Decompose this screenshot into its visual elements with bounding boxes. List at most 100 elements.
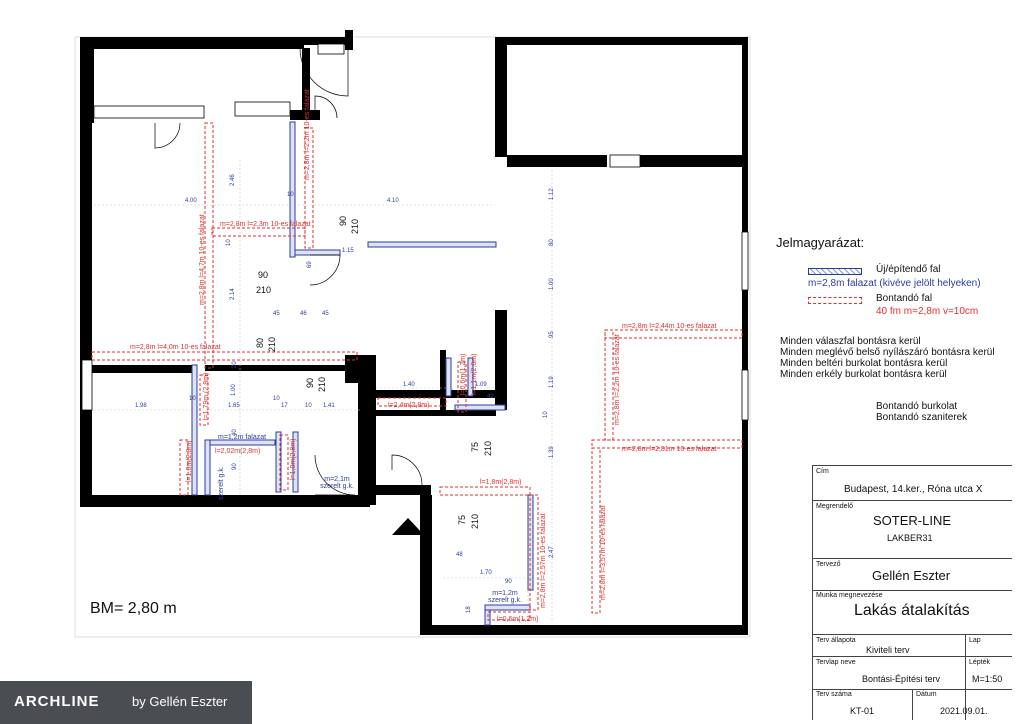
dimension: 40 — [232, 429, 238, 436]
door-width: 75 — [457, 514, 467, 525]
demo-label: l=2,4m(2,8m) — [388, 402, 430, 409]
demo-label: m=2,8m l=2,2m 10-es falazat — [614, 334, 621, 425]
allapot-value: Kiviteli terv — [866, 645, 910, 655]
megrendelo-label: Megrendelő — [816, 503, 853, 510]
demo-label: l=1,1m(2,8m) — [471, 353, 478, 395]
dimension: 17 — [281, 403, 288, 409]
tervlap-label: Tervlap neve — [816, 659, 856, 666]
new-walls — [191, 121, 534, 626]
door-height: 210 — [317, 376, 327, 392]
north-arrow-icon — [392, 518, 424, 535]
dimension: 1.00 — [549, 278, 555, 290]
dimension: 1.70 — [480, 570, 492, 576]
legend-notes: Minden válaszfal bontásra kerül Minden m… — [780, 336, 995, 380]
demo-label: l=1,8m(2,8m) — [480, 479, 522, 486]
megrendelo-code: LAKBER31 — [887, 533, 933, 543]
door-swings — [154, 47, 423, 496]
szam-value: KT-01 — [850, 706, 875, 716]
dimension: 1.39 — [549, 446, 555, 458]
dimension: 48 — [456, 552, 463, 558]
door-width: 90 — [305, 377, 315, 388]
demo-label: m=2,8m l=2,57m 10-es falazat — [540, 513, 547, 608]
dimension: 2.46 — [230, 174, 236, 186]
legend-note: Minden erkély burkolat bontásra kerül — [780, 369, 947, 380]
dimension: 90 — [505, 579, 512, 585]
demo-label: m=2,8m l=3,57m 10-es falazat — [600, 505, 607, 600]
legend-notes-2: Bontandó burkolat Bontandó szaniterek — [876, 401, 967, 423]
door-width: 75 — [470, 441, 480, 452]
legend-swatch-new-wall — [808, 268, 862, 275]
munka-label: Munka megnevezése — [816, 592, 883, 599]
dimension: 1.40 — [403, 382, 415, 388]
demo-label: m=2,8m l=4,7m 10-es falazat — [199, 214, 206, 305]
dimension: 45 — [273, 311, 280, 317]
new-wall-label: szerelt g.k. — [218, 466, 225, 500]
dimension: 1.12 — [549, 188, 555, 200]
allapot-label: Terv állapota — [816, 637, 856, 644]
new-wall-label: m=2,1m szerelt g.k. — [320, 476, 354, 490]
door-height: 210 — [483, 440, 493, 456]
door-width: 80 — [255, 337, 265, 348]
legend-note: Bontandó burkolat — [876, 401, 958, 412]
legend-swatch-demo-wall — [808, 297, 862, 304]
demo-label: l=0,6m(1,2m) — [460, 353, 467, 395]
dimension: 10 — [226, 239, 232, 246]
dimension: 1.19 — [549, 376, 555, 388]
dimension: 95 — [549, 331, 555, 338]
megrendelo-value: SOTER-LINE — [873, 513, 952, 528]
cim-value: Budapest, 14.ker., Róna utca X — [844, 484, 983, 495]
legend-note: Minden válaszfal bontásra kerül — [780, 336, 921, 347]
legend-demo-wall-sub: 40 fm m=2,8m v=10cm — [876, 306, 979, 317]
dimension: 42 — [487, 394, 494, 400]
dimension: 69 — [307, 261, 313, 268]
door-width: 90 — [338, 215, 348, 226]
dimension: 1.65 — [228, 403, 240, 409]
datum-value: 2021.09.01. — [940, 706, 988, 716]
szam-label: Terv száma — [816, 691, 852, 698]
dimension: 2.14 — [230, 288, 236, 300]
interior-walls — [92, 350, 496, 495]
dimension: 1.09 — [475, 382, 487, 388]
legend-new-wall: Új/építendő fal — [876, 264, 941, 275]
lepitek-value: M=1:50 — [972, 674, 1003, 684]
dimension: 2.47 — [549, 546, 555, 558]
tervezo-label: Tervező — [816, 561, 841, 568]
dimension: 10 — [543, 411, 549, 418]
legend-demo-wall: Bontandó fal — [876, 293, 933, 304]
dimension: 10 — [273, 396, 280, 402]
dimension: 10 — [305, 403, 312, 409]
door-height: 210 — [470, 513, 480, 529]
door-height: 210 — [267, 336, 277, 352]
windows — [81, 43, 749, 421]
cim-label: Cím — [816, 468, 829, 475]
dimension: 46 — [300, 311, 307, 317]
outer-walls — [80, 30, 748, 635]
demo-label: m=2,8m l=2,3m 10-es falazat — [220, 221, 311, 228]
dimension: 18 — [466, 606, 472, 613]
dimension: 1.41 — [323, 403, 335, 409]
dimension: 10 — [189, 396, 196, 402]
demo-label: m=2,8m l=2,81m 10-es falazat — [622, 446, 717, 453]
brand-bar: ARCHLINE by Gellén Eszter — [0, 681, 252, 724]
demolition-walls — [91, 122, 743, 621]
demo-label: l=1,0m(2,8m) — [290, 438, 297, 480]
demo-label: m=2,8m l=2,2m 10-es falazat — [304, 89, 311, 180]
legend-note: Minden meglévő belső nyílászáró bontásra… — [780, 347, 995, 358]
brand-byline: by Gellén Eszter — [132, 694, 228, 709]
dimension: 45 — [322, 311, 329, 317]
demo-label: l=0,6m(1,2m) — [497, 616, 539, 623]
dimension: 4.10 — [387, 198, 399, 204]
datum-label: Dátum — [916, 691, 937, 698]
dimension: 80 — [549, 239, 555, 246]
tervlap-value: Bontási-Építési terv — [862, 674, 941, 684]
lepitek-label: Lépték — [969, 659, 991, 666]
dimension: 10 — [287, 192, 294, 198]
dimension: 1.15 — [342, 248, 354, 254]
demo-label: m=2,8m l=4,0m 10-es falazat — [130, 344, 221, 351]
demo-label: l=1,79m (2,8m) — [203, 372, 210, 420]
dimension: 1.00 — [231, 384, 237, 396]
lap-label: Lap — [969, 637, 981, 644]
demo-label: l=1,0m(2,8m) — [186, 440, 193, 482]
drawing-frame — [74, 36, 751, 638]
legend-note: Bontandó szaniterek — [876, 412, 968, 423]
